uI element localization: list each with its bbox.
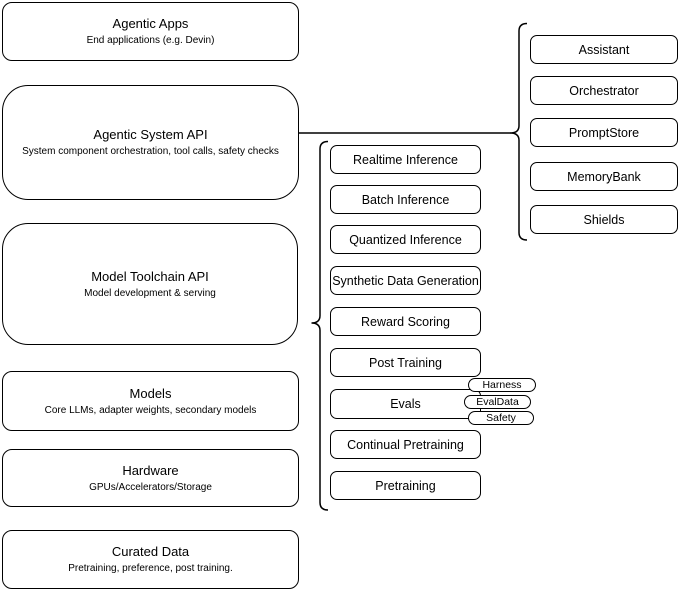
node-title: Model Toolchain API: [91, 268, 209, 284]
node-realtime-inference: Realtime Inference: [330, 145, 481, 174]
node-quantized-inference: Quantized Inference: [330, 225, 481, 254]
node-label: Assistant: [578, 42, 630, 57]
node-batch-inference: Batch Inference: [330, 185, 481, 214]
node-title: Hardware: [122, 462, 179, 478]
node-title: Models: [129, 385, 172, 401]
node-hardware: Hardware GPUs/Accelerators/Storage: [2, 449, 299, 507]
node-subtitle: Model development & serving: [84, 287, 216, 299]
node-agentic-system-api: Agentic System API System component orch…: [2, 85, 299, 200]
system-components-brace: [510, 22, 528, 241]
node-subtitle: Core LLMs, adapter weights, secondary mo…: [44, 404, 257, 416]
node-reward-scoring: Reward Scoring: [330, 307, 481, 336]
node-memorybank: MemoryBank: [530, 162, 678, 191]
pill-label: Safety: [486, 411, 516, 424]
node-label: Pretraining: [375, 478, 436, 493]
node-evals: Evals: [330, 389, 481, 419]
node-shields: Shields: [530, 205, 678, 234]
node-label: MemoryBank: [567, 169, 641, 184]
node-subtitle: Pretraining, preference, post training.: [68, 563, 233, 574]
pill-label: Harness: [482, 378, 522, 391]
node-subtitle: End applications (e.g. Devin): [86, 35, 215, 46]
pill-safety: Safety: [468, 411, 534, 425]
node-label: PromptStore: [568, 125, 640, 140]
node-title: Agentic System API: [93, 127, 208, 142]
node-promptstore: PromptStore: [530, 118, 678, 147]
pill-evaldata: EvalData: [464, 395, 531, 409]
node-label: Reward Scoring: [361, 314, 450, 329]
node-subtitle: System component orchestration, tool cal…: [22, 146, 279, 157]
node-synthetic-data-generation: Synthetic Data Generation: [330, 266, 481, 295]
toolchain-brace: [311, 140, 329, 511]
node-label: Orchestrator: [569, 83, 639, 98]
node-models: Models Core LLMs, adapter weights, secon…: [2, 371, 299, 431]
node-label: Realtime Inference: [353, 152, 458, 167]
node-pretraining: Pretraining: [330, 471, 481, 500]
node-label: Continual Pretraining: [347, 437, 464, 452]
pill-harness: Harness: [468, 378, 536, 392]
node-agentic-apps: Agentic Apps End applications (e.g. Devi…: [2, 2, 299, 61]
node-continual-pretraining: Continual Pretraining: [330, 430, 481, 459]
node-label: Shields: [583, 212, 625, 227]
pill-label: EvalData: [476, 395, 519, 408]
node-label: Evals: [390, 397, 421, 411]
node-model-toolchain-api: Model Toolchain API Model development & …: [2, 223, 298, 345]
node-curated-data: Curated Data Pretraining, preference, po…: [2, 530, 299, 589]
node-title: Curated Data: [111, 544, 190, 559]
node-title: Agentic Apps: [112, 16, 189, 31]
node-subtitle: GPUs/Accelerators/Storage: [89, 481, 212, 493]
node-label: Post Training: [369, 355, 442, 370]
node-label: Batch Inference: [361, 192, 450, 207]
node-orchestrator: Orchestrator: [530, 76, 678, 105]
node-label: Synthetic Data Generation: [332, 273, 479, 288]
node-post-training: Post Training: [330, 348, 481, 377]
node-label: Quantized Inference: [349, 232, 462, 247]
node-assistant: Assistant: [530, 35, 678, 64]
